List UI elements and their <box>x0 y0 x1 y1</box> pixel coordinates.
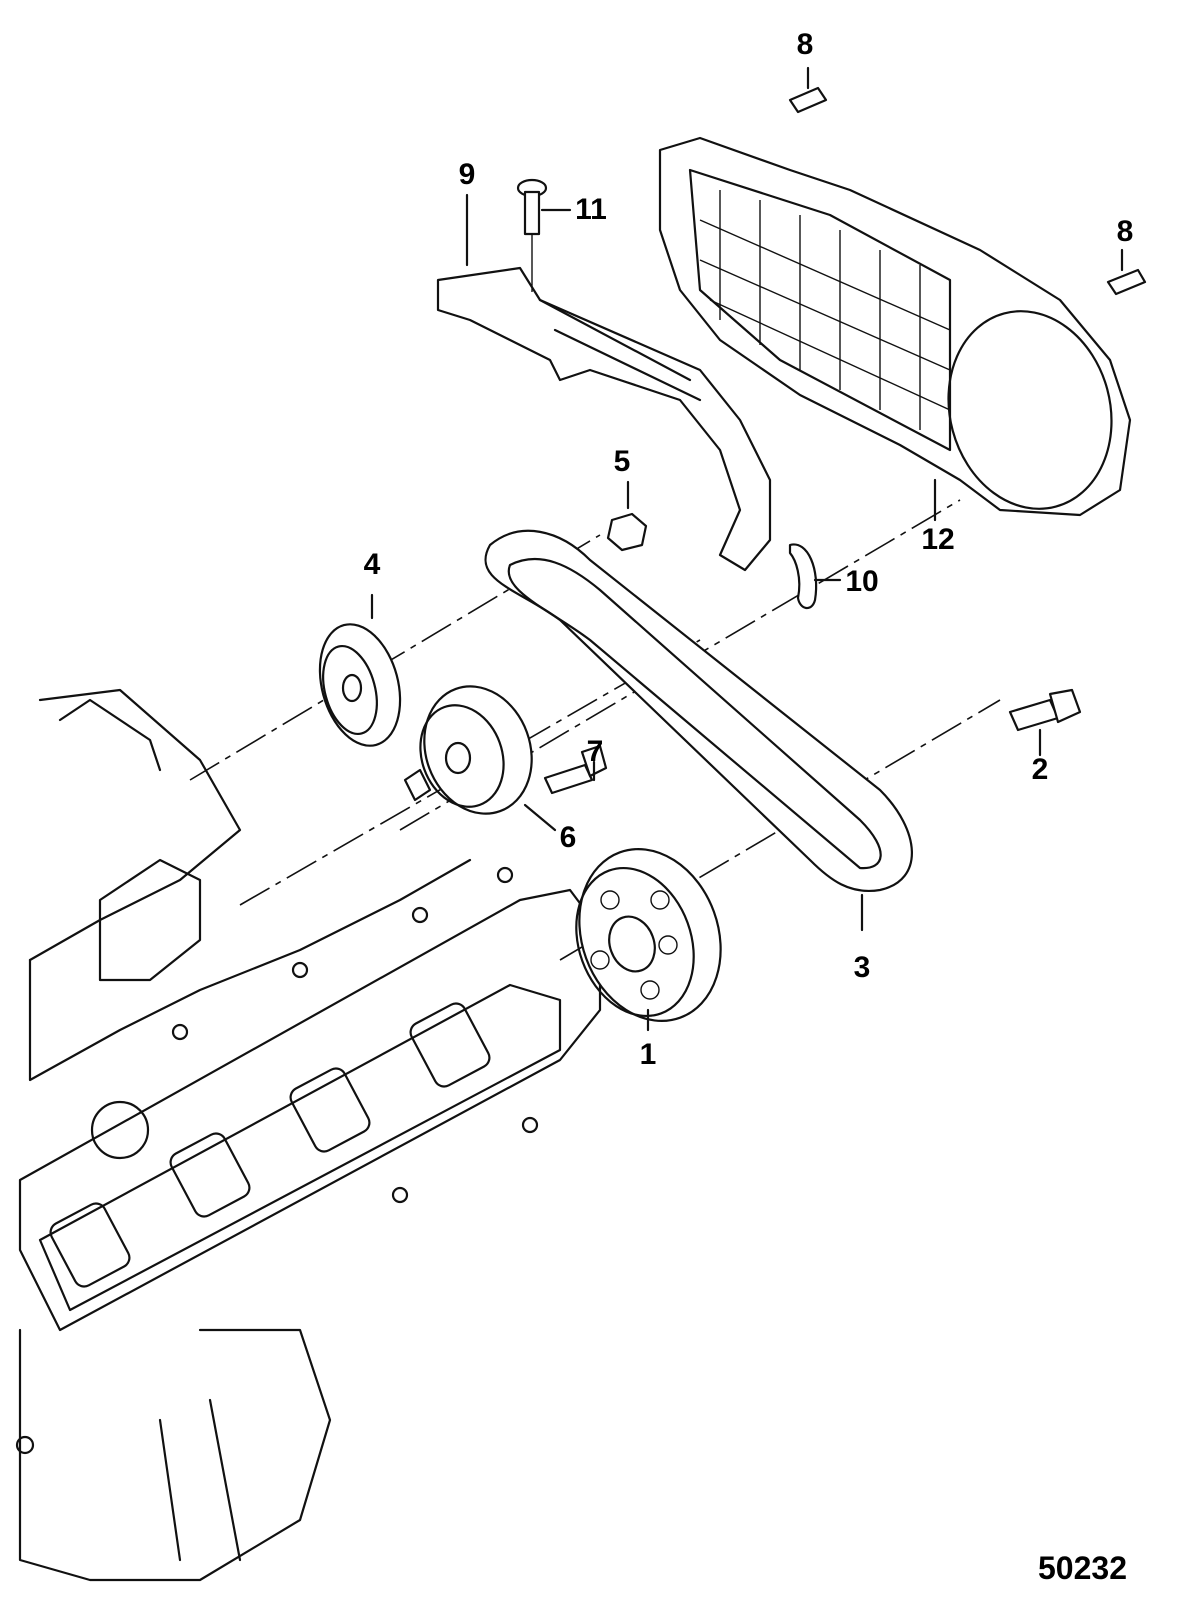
callout-6: 6 <box>559 821 577 854</box>
tensioner-pulley <box>403 685 557 832</box>
callout-11: 11 <box>575 193 607 226</box>
callout-12: 12 <box>921 523 955 556</box>
callout-2: 2 <box>1031 753 1049 786</box>
callout-5: 5 <box>613 445 631 478</box>
valve-cover-ports <box>49 1002 491 1288</box>
screw-11 <box>516 178 572 292</box>
callout-10: 10 <box>845 565 879 598</box>
bolt-7 <box>543 744 608 795</box>
camshaft-sprocket <box>575 847 722 1032</box>
inner-cover <box>436 193 772 572</box>
sprocket-4 <box>318 593 402 747</box>
callout-9: 9 <box>458 158 476 191</box>
callout-4: 4 <box>363 548 381 581</box>
bolt-2 <box>1008 688 1082 757</box>
timing-belt <box>484 529 913 932</box>
nut-5 <box>606 480 648 552</box>
callout-1: 1 <box>639 1038 657 1071</box>
stud-8-right <box>1106 248 1147 296</box>
clip-10 <box>788 543 842 610</box>
outer-cover <box>658 136 1132 522</box>
stud-8-top <box>788 66 828 114</box>
callout-8-right: 8 <box>1116 215 1134 248</box>
figure-number: 50232 <box>1038 1550 1127 1586</box>
engine-block <box>15 688 602 1582</box>
callout-7: 7 <box>586 735 604 768</box>
callout-3: 3 <box>853 951 871 984</box>
callout-8-top: 8 <box>796 28 814 61</box>
